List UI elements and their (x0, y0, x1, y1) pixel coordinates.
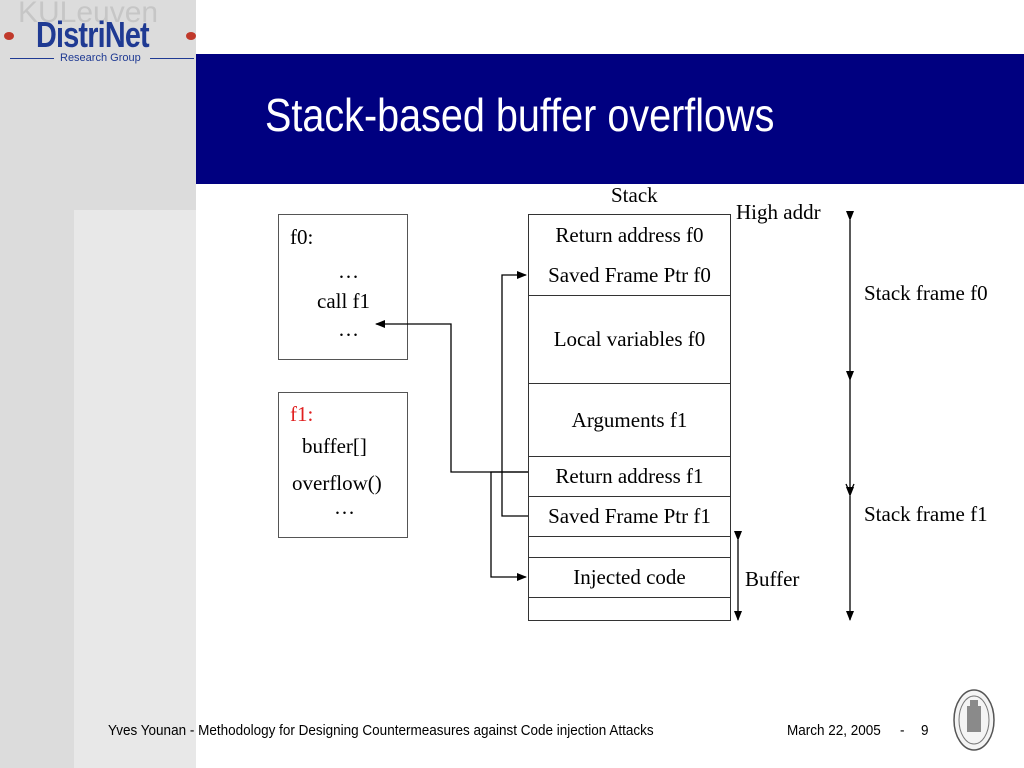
logo-dot-left (4, 32, 14, 40)
f0-label: f0: (290, 225, 314, 249)
f1-ellipsis: … (334, 495, 355, 519)
logo-subtitle: Research Group (60, 52, 141, 64)
slide-title: Stack-based buffer overflows (265, 89, 775, 141)
stack-frame-f0-label: Stack frame f0 (864, 281, 988, 305)
f1-code-box (278, 392, 408, 538)
sidebar-background-lower (0, 210, 74, 768)
footer-date: March 22, 2005 (787, 722, 881, 739)
stack-cell-buffer-bottom (528, 598, 731, 621)
stack-cell-saved-frame-ptr-f1: Saved Frame Ptr f1 (528, 497, 731, 537)
university-watermark: KULeuven (18, 0, 159, 29)
f1-overflow-line: overflow() (292, 471, 382, 495)
footer-separator: - (900, 722, 905, 739)
title-bar (196, 54, 1024, 184)
footer-page-number: 9 (921, 722, 929, 739)
logo-rule-left (10, 58, 54, 59)
arrow-saved-frame-ptr (501, 271, 528, 517)
stack-cell-saved-frame-ptr-f0: Saved Frame Ptr f0 (528, 255, 731, 296)
f1-buffer-line: buffer[] (302, 434, 367, 458)
arrow-to-injected-code (490, 471, 528, 581)
stack-cell-buffer-top (528, 537, 731, 558)
university-seal-icon (953, 689, 995, 751)
stack-cell-local-variables-f0: Local variables f0 (528, 296, 731, 384)
logo-dot-right (186, 32, 196, 40)
f1-label: f1: (290, 402, 314, 426)
stack-cell-injected-code: Injected code (528, 558, 731, 598)
f0-code-box (278, 214, 408, 360)
stack-frame-f1-label: Stack frame f1 (864, 502, 988, 526)
stack-cell-return-address-f1: Return address f1 (528, 457, 731, 497)
f0-ellipsis-2: … (338, 317, 359, 341)
sidebar-background (0, 0, 196, 210)
stack-cell-arguments-f1: Arguments f1 (528, 384, 731, 457)
f0-call-line: call f1 (317, 289, 371, 313)
stack-header: Stack (611, 183, 658, 207)
footer-text: Yves Younan - Methodology for Designing … (108, 722, 654, 739)
high-addr-label: High addr (736, 200, 821, 224)
logo-rule-right (150, 58, 194, 59)
sidebar-panel (74, 210, 196, 768)
f0-ellipsis-1: … (338, 259, 359, 283)
arrow-return-to-f0 (375, 320, 528, 473)
stack-cell-return-address-f0: Return address f0 (528, 214, 731, 256)
buffer-label: Buffer (745, 567, 800, 591)
logo-name: DistriNet (36, 14, 150, 55)
